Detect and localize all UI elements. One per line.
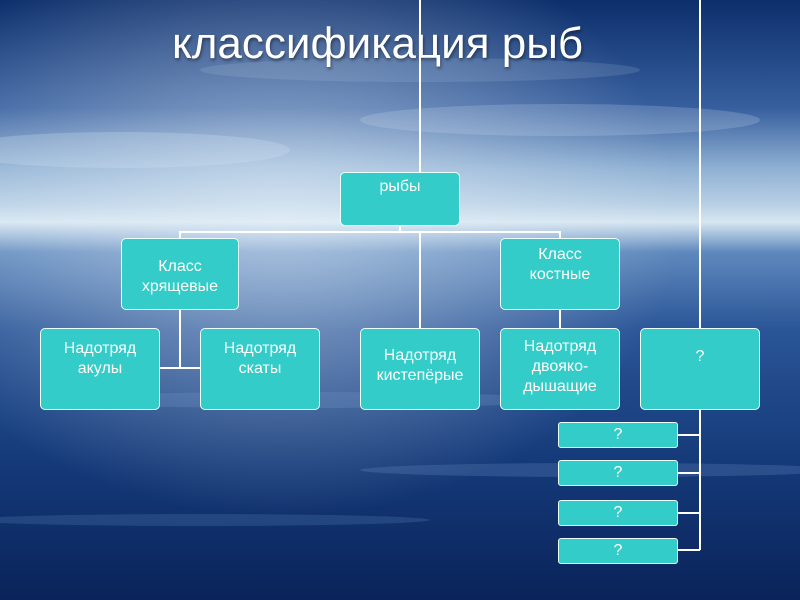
node-unknown-item: ? — [558, 460, 678, 486]
node-unknown-group: ? — [640, 328, 760, 410]
node-rays-label: Надотряд скаты — [223, 340, 297, 377]
node-class-bony-label: Класс костные — [529, 246, 591, 283]
node-rays: Надотряд скаты — [200, 328, 320, 410]
node-lobefinned-label: Надотряд кистепёрые — [376, 347, 464, 384]
node-lobefinned: Надотряд кистепёрые — [360, 328, 480, 410]
node-unknown-group-label: ? — [695, 348, 705, 365]
node-unknown-item-label: ? — [613, 542, 623, 559]
node-unknown-item: ? — [558, 538, 678, 564]
node-unknown-item-label: ? — [613, 464, 623, 481]
node-class-cartilaginous: Класс хрящевые — [121, 238, 239, 310]
page-title: классификация рыб — [172, 19, 584, 68]
node-fish-label: рыбы — [379, 178, 421, 195]
node-sharks-label: Надотряд акулы — [63, 340, 137, 377]
node-unknown-item-label: ? — [613, 504, 623, 521]
node-sharks: Надотряд акулы — [40, 328, 160, 410]
node-class-cartilaginous-label: Класс хрящевые — [141, 258, 219, 295]
node-unknown-item-label: ? — [613, 426, 623, 443]
node-class-bony: Класс костные — [500, 238, 620, 310]
node-unknown-item: ? — [558, 500, 678, 526]
node-fish: рыбы — [340, 172, 460, 226]
node-unknown-item: ? — [558, 422, 678, 448]
node-lungfish-label: Надотряд двояко- дышащие — [523, 338, 597, 395]
node-lungfish: Надотряд двояко- дышащие — [500, 328, 620, 410]
